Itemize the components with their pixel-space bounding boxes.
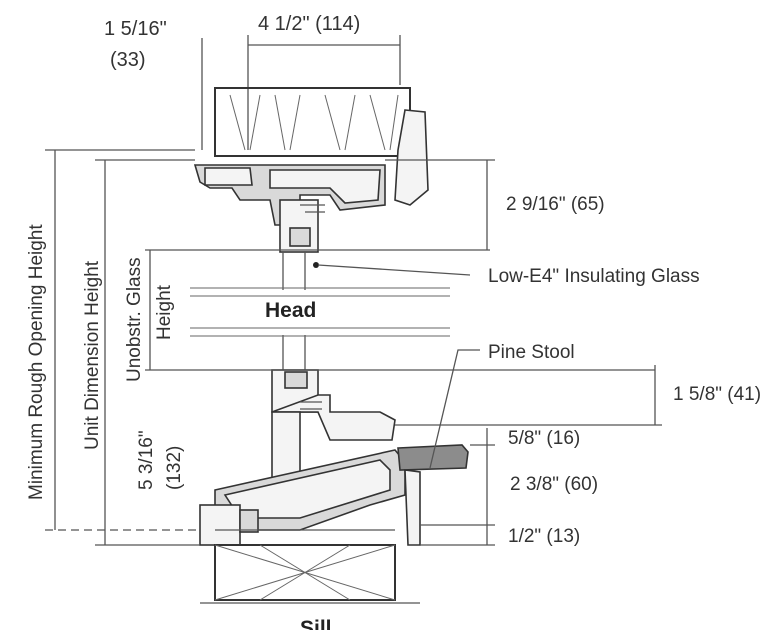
top-offset-dimension: 1 5/16" (33) xyxy=(104,18,249,150)
stool-callout: Pine Stool xyxy=(429,342,575,469)
sill-stack-dimensions: 5/8" (16) 2 3/8" (60) 1/2" (13) xyxy=(420,428,598,547)
unit-dimension-label: Unit Dimension Height xyxy=(82,260,103,450)
head-height-dimension: 2 9/16" (65) xyxy=(385,159,605,250)
stool-callout-label: Pine Stool xyxy=(488,342,575,363)
break-lines xyxy=(190,287,450,337)
top-offset-label-1: 1 5/16" xyxy=(104,18,167,40)
top-offset-label-2: (33) xyxy=(110,49,146,71)
head-height-label: 2 9/16" (65) xyxy=(506,194,605,215)
sill-height-label-2: (132) xyxy=(164,446,185,490)
sill-height-label-1: 5 3/16" xyxy=(136,430,157,490)
bottom-dimension-label: 1/2" (13) xyxy=(508,526,580,547)
sill-height-dimension: 5 3/16" (132) xyxy=(136,430,185,490)
apron xyxy=(404,469,421,546)
sill-framing xyxy=(200,544,420,604)
sill-top-dimension: 1 5/8" (41) xyxy=(395,365,761,426)
sill-frame xyxy=(199,449,406,546)
sill-top-label: 1 5/8" (41) xyxy=(673,384,761,405)
unit-dimension: Unit Dimension Height xyxy=(82,159,200,546)
sill-sash xyxy=(271,369,396,483)
sill-dimension-label: 2 3/8" (60) xyxy=(510,474,598,495)
glass-callout-label: Low-E4" Insulating Glass xyxy=(488,266,700,287)
rough-opening-label: Minimum Rough Opening Height xyxy=(26,224,47,500)
top-width-label: 4 1/2" (114) xyxy=(258,13,360,35)
stool-thickness-label: 5/8" (16) xyxy=(508,428,580,449)
head-upper-frame xyxy=(214,87,429,206)
sill-label: Sill xyxy=(300,617,332,630)
glass-callout: Low-E4" Insulating Glass xyxy=(317,264,700,287)
head-label: Head xyxy=(265,299,316,322)
glass-height-label-1: Unobstr. Glass xyxy=(124,257,145,382)
head-jamb xyxy=(193,164,386,253)
top-width-dimension: 4 1/2" (114) xyxy=(247,13,401,85)
glass-height-dimension: Unobstr. Glass Height xyxy=(124,249,655,382)
glass-height-label-2: Height xyxy=(154,284,175,340)
insulating-glass xyxy=(282,252,319,370)
rough-opening-dimension: Minimum Rough Opening Height xyxy=(26,149,200,531)
